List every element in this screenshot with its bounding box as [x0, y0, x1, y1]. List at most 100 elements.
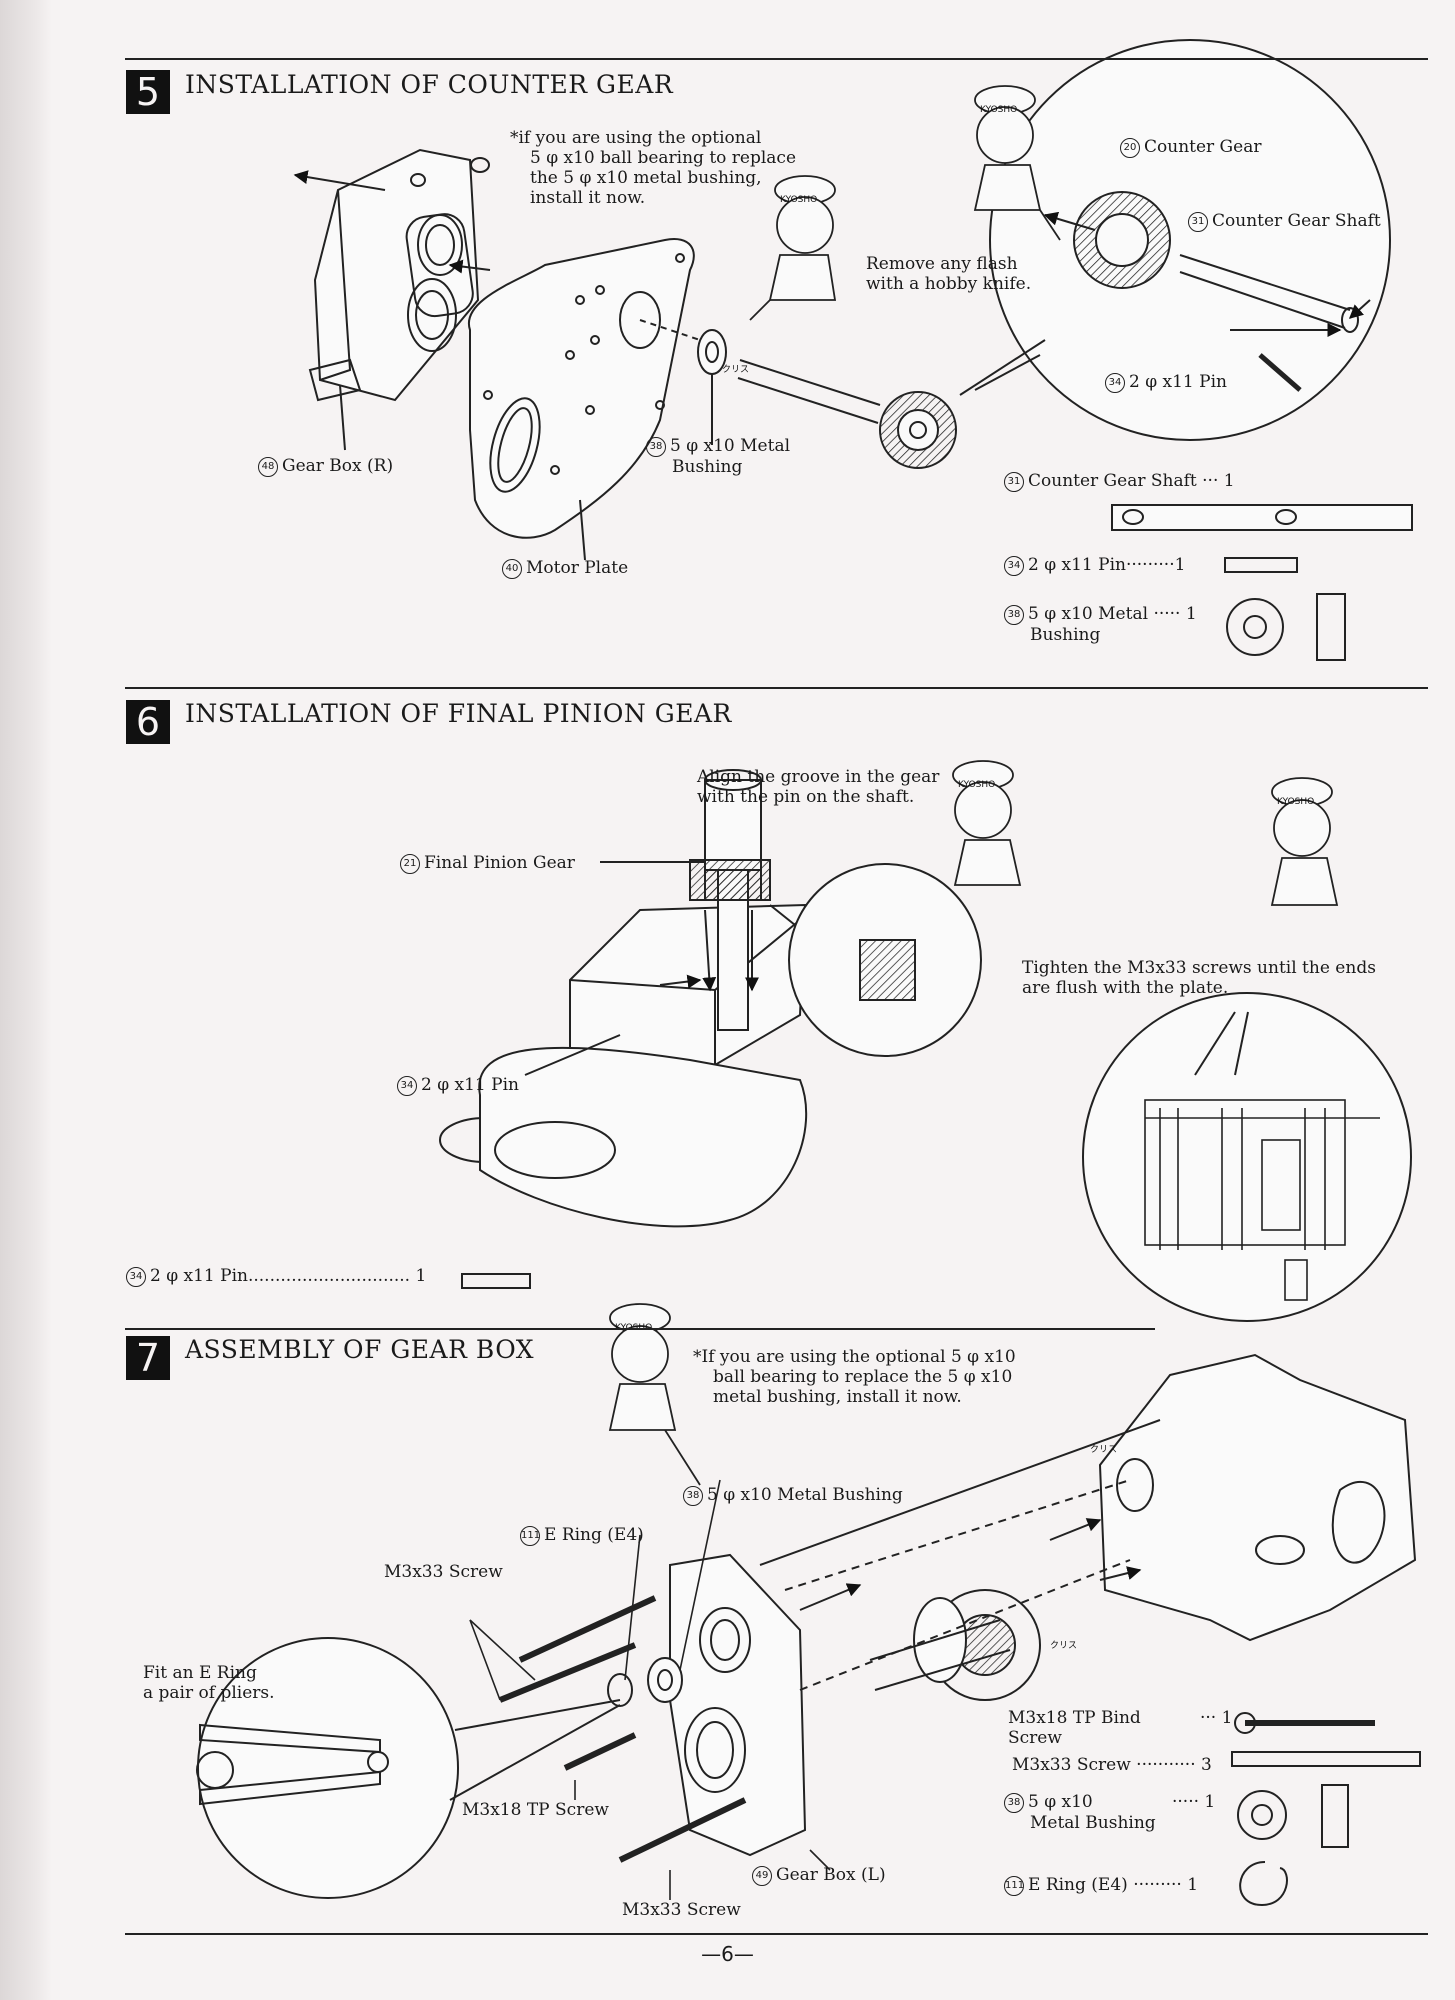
part-name: Screw — [1008, 1728, 1062, 1748]
s6-align-note: Align the groove in the gear with the pi… — [697, 767, 939, 807]
section-6-title: INSTALLATION OF FINAL PINION GEAR — [185, 699, 732, 728]
part-qty: 1 — [1174, 555, 1186, 575]
label-text: Final Pinion Gear — [424, 853, 575, 873]
callout-number: 38 — [1004, 604, 1024, 625]
part-qty: ··· 1 — [1202, 471, 1235, 491]
mascot-2 — [973, 85, 1061, 241]
label-text: E Ring (E4) — [544, 1525, 644, 1545]
motor-plate-drawing — [467, 238, 695, 539]
s5-note-line: install it now. — [530, 188, 646, 208]
callout-number: 20 — [1120, 137, 1140, 158]
gear-box-r-drawing — [308, 148, 490, 402]
sticker-text-3: クリス — [1050, 1640, 1077, 1651]
s7-parts-row-m3x33: M3x33 Screw ··········· 3 — [1012, 1755, 1212, 1775]
callout-number: 40 — [502, 558, 522, 579]
part-name: 5 φ x10 Metal — [1028, 604, 1149, 624]
callout-number: 34 — [126, 1266, 146, 1287]
label-text: 2 φ x11 Pin — [1129, 372, 1227, 392]
mascot-1 — [749, 175, 837, 321]
part-name: M3x33 Screw — [1012, 1755, 1131, 1775]
zoom-circle-screws — [1082, 992, 1412, 1322]
part-qty: ··········· 3 — [1136, 1755, 1212, 1775]
callout-number: 49 — [752, 1865, 772, 1886]
label-text: Gear Box (R) — [282, 456, 394, 476]
callout-number: 34 — [1004, 555, 1024, 576]
callout-number: 31 — [1188, 211, 1208, 232]
callout-number: 21 — [400, 853, 420, 874]
s7-note-line: metal bushing, install it now. — [713, 1387, 962, 1407]
s6-tighten-line: Tighten the M3x33 screws until the ends — [1022, 958, 1376, 978]
s5-optional-note: *if you are using the optional 5 φ x10 b… — [510, 128, 796, 208]
page-number-value: 6 — [721, 1942, 734, 1966]
s7-note-line: ball bearing to replace the 5 φ x10 — [713, 1367, 1013, 1387]
label-text: Motor Plate — [526, 558, 629, 578]
s5-note-line: the 5 φ x10 metal bushing, — [530, 168, 762, 188]
part-name: Counter Gear Shaft — [1028, 471, 1197, 491]
s7-optional-note: *If you are using the optional 5 φ x10 b… — [693, 1347, 1016, 1407]
part-name: 2 φ x11 Pin.............................… — [150, 1266, 411, 1286]
counter-shaft-drawing — [697, 329, 957, 469]
part-pin-shape — [1224, 557, 1298, 573]
section-6-badge: 6 — [126, 700, 170, 744]
part-e-ring-shape — [1239, 1861, 1288, 1907]
section-7-title: ASSEMBLY OF GEAR BOX — [185, 1335, 535, 1364]
part-name: E Ring (E4) — [1028, 1875, 1128, 1895]
label-text: Counter Gear — [1144, 137, 1262, 157]
part-name: M3x18 TP Bind — [1008, 1708, 1141, 1728]
s7-fit-line: a pair of pliers. — [143, 1683, 275, 1703]
sticker-text-2: クリス — [1090, 1444, 1117, 1455]
part-name: 5 φ x10 — [1028, 1792, 1093, 1812]
callout-number: 34 — [397, 1075, 417, 1096]
s6-align-line: Align the groove in the gear — [697, 767, 940, 787]
s6-tighten-line: are flush with the plate. — [1022, 978, 1229, 998]
mascot-cap-text-2: KYOSHO — [980, 105, 1017, 115]
part-qty: ····· 1 — [1153, 604, 1197, 624]
part-name: Metal Bushing — [1030, 1812, 1156, 1833]
rule-bottom — [125, 1933, 1428, 1935]
label-text: 5 φ x10 Metal — [670, 436, 791, 456]
final-pinion-drawing — [439, 769, 808, 1228]
pliers-drawing — [196, 1723, 389, 1806]
zoom-circle-counter-gear — [989, 39, 1391, 441]
section-7-badge: 7 — [126, 1336, 170, 1380]
callout-number: 31 — [1004, 471, 1024, 492]
screws-flush-drawing — [1144, 1099, 1380, 1301]
s7-note-line: *If you are using the optional 5 φ x10 — [693, 1347, 1016, 1367]
label-m3x33-screw-top: M3x33 Screw — [384, 1562, 503, 1582]
part-m3x33-screw-shape — [1231, 1751, 1421, 1767]
part-pin-shape-s6 — [461, 1273, 531, 1289]
mascot-5 — [608, 1303, 701, 1486]
label-m3x18-tp-screw: M3x18 TP Screw — [462, 1800, 609, 1820]
s6-tighten-note: Tighten the M3x33 screws until the ends … — [1022, 958, 1376, 998]
sticker-text-1: クリス — [722, 364, 749, 375]
rule-top — [125, 58, 1428, 60]
part-qty: ········· 1 — [1133, 1875, 1199, 1895]
page-number: —6— — [701, 1942, 754, 1966]
label-text: 5 φ x10 Metal Bushing — [707, 1485, 903, 1505]
mascot-cap-text-3: KYOSHO — [958, 780, 995, 790]
s6-align-line: with the pin on the shaft. — [697, 787, 915, 807]
label-text: Counter Gear Shaft — [1212, 211, 1381, 231]
callout-number: 111 — [1004, 1875, 1024, 1896]
part-name: Bushing — [1030, 624, 1101, 645]
part-bushing-shape-s7 — [1237, 1790, 1287, 1840]
callout-number: 38 — [646, 436, 666, 457]
s5-note-line: *if you are using the optional — [510, 128, 762, 148]
page-edge — [0, 0, 52, 2000]
section-5-badge: 5 — [126, 70, 170, 114]
mascot-3 — [952, 760, 1022, 886]
s5-flash-line: with a hobby knife. — [866, 274, 1032, 294]
part-qty: 1 — [415, 1266, 427, 1286]
counter-gear-zoom — [1073, 191, 1359, 392]
